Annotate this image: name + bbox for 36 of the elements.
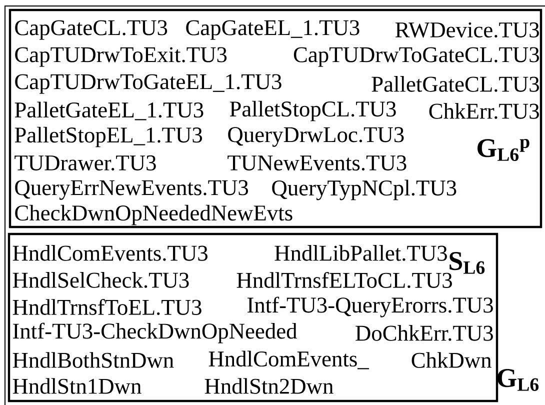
file-name: QueryDrwLoc.TU3 [228, 127, 404, 147]
file-name: HndlComEvents_ [208, 350, 370, 370]
file-name: HndlStn1Dwn [12, 378, 142, 394]
file-name: PalletGateCL.TU3 [372, 76, 539, 92]
file-name: PalletStopEL_1.TU3 [14, 126, 202, 148]
group-label: S$_{L6}$ [450, 252, 485, 274]
file-name: HndlSelCheck.TU3 [12, 272, 189, 288]
file-name: CheckDwnOpNeededNewEvts [15, 204, 292, 226]
group-box [8, 8, 542, 228]
file-name: HndlBothStnDwn [12, 352, 174, 368]
file-name: QueryErrNewEvents.TU3 [15, 180, 248, 200]
file-name: HndlComEvents.TU3 [12, 245, 208, 261]
outer-group-box [4, 6, 545, 405]
file-name: Intf-TU3-QueryErorrs.TU3 [248, 296, 493, 318]
file-name: CapTUDrwToGateEL_1.TU3 [15, 74, 282, 94]
file-name: CapTUDrwToExit.TU3 [15, 47, 227, 67]
file-name: ChkDwn [412, 352, 492, 368]
file-name: TUDrawer.TU3 [14, 155, 156, 171]
file-name: HndlStn2Dwn [204, 378, 334, 394]
file-name: PalletGateEL_1.TU3 [14, 102, 204, 120]
group-label: G$_{L6}$ [498, 369, 539, 391]
file-name: QueryTypNCpl.TU3 [272, 180, 456, 200]
file-name: RWDevice.TU3 [395, 22, 539, 38]
file-name: HndlTrnsfToEL.TU3 [12, 298, 202, 316]
file-name: Intf-TU3-CheckDwnOpNeeded [13, 322, 298, 344]
file-name: CapGateEL_1.TU3 [186, 20, 360, 40]
file-name: CapGateCL.TU3 [15, 20, 168, 40]
file-name: HndlTrnsfELToCL.TU3 [236, 272, 452, 288]
file-name: PalletStopCL.TU3 [230, 100, 396, 122]
file-name: ChkErr.TU3 [429, 103, 539, 119]
file-name: HndlLibPallet.TU3 [274, 245, 447, 261]
file-name: DoChkErr.TU3 [356, 325, 493, 341]
group-label: G$_{L6}$p [478, 139, 530, 161]
file-name: TUNewEvents.TU3 [228, 155, 406, 171]
file-name: CapTUDrwToGateCL.TU3 [294, 47, 539, 67]
subgroup-box [8, 232, 498, 402]
